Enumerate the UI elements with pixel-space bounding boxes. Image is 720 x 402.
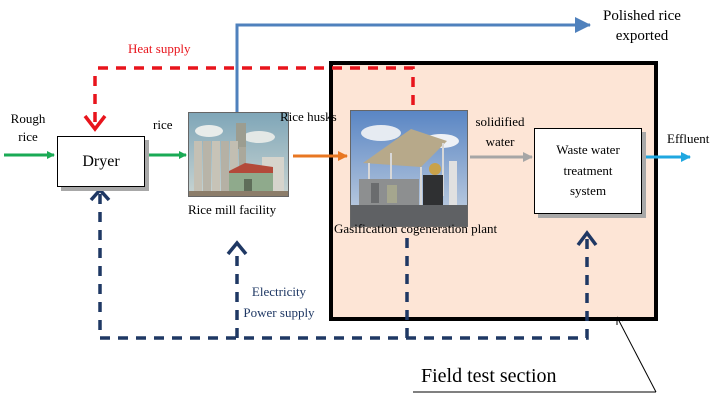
rice-mill-photo xyxy=(188,112,289,197)
waste-water-label: Waste water treatment system xyxy=(556,141,620,199)
electricity-supply-line xyxy=(98,194,589,340)
rice-label: rice xyxy=(153,117,173,132)
dryer-label: Dryer xyxy=(82,152,120,170)
field-test-pointer-line xyxy=(616,316,657,393)
gasification-plant-label: Gasification cogeneration plant xyxy=(334,221,498,236)
electricity-mill-arrowhead xyxy=(226,240,248,256)
polished-rice-flow-line xyxy=(235,17,591,112)
waste-water-treatment-box: Waste water treatment system xyxy=(534,128,642,214)
gasification-plant-photo xyxy=(350,110,468,227)
rice-husks-label: Rice husks xyxy=(280,109,337,124)
electricity-wastewater-arrowhead xyxy=(576,230,598,247)
field-test-pointer-arrowhead xyxy=(616,316,624,325)
dryer-box: Dryer xyxy=(57,136,145,187)
rough-rice-label: Rough rice xyxy=(10,111,46,145)
heat-supply-arrowhead xyxy=(83,114,107,132)
effluent-label: Effluent xyxy=(667,131,710,146)
field-test-section-label: Field test section xyxy=(421,365,557,387)
polished-rice-label: Polished rice exported xyxy=(603,8,681,44)
heat-supply-line xyxy=(97,66,415,105)
heat-supply-label: Heat supply xyxy=(128,41,191,56)
solidified-water-label: solidified water xyxy=(475,114,525,150)
electricity-dryer-arrowhead xyxy=(89,187,111,202)
rice-mill-label: Rice mill facility xyxy=(188,202,277,217)
electricity-supply-label: Electricity Power supply xyxy=(243,284,315,320)
